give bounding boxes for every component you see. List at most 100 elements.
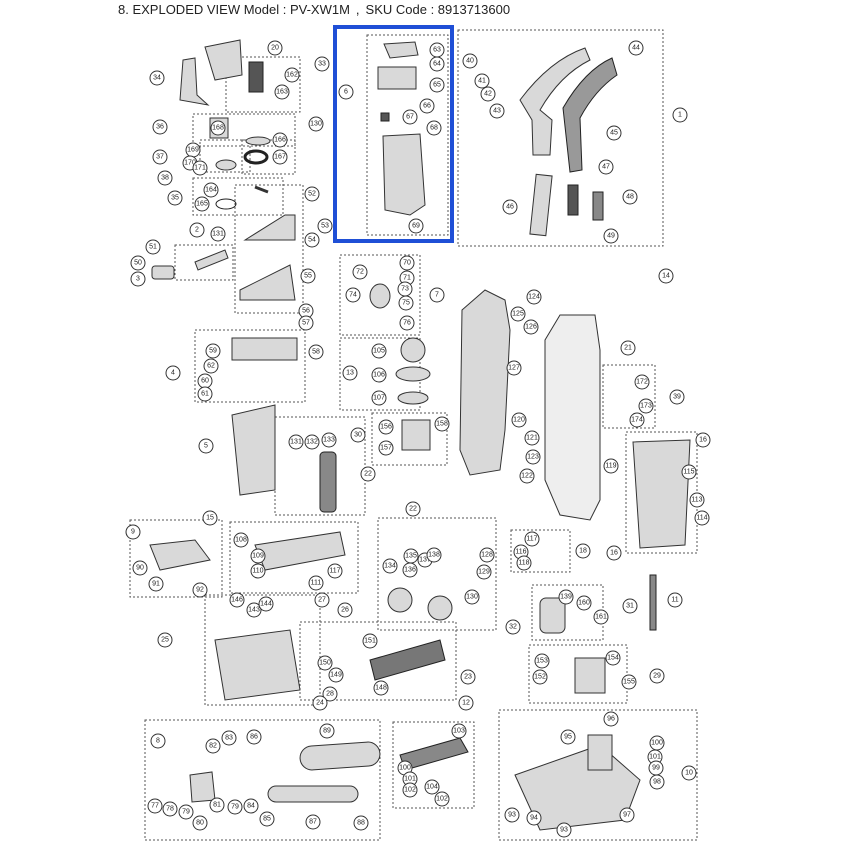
callout-circle <box>209 797 225 813</box>
callout-number: 117 <box>526 536 537 543</box>
callout-number: 1 <box>678 112 682 119</box>
group-outline <box>144 719 381 841</box>
part-46-tube <box>529 173 553 237</box>
callout-100: 100 <box>649 735 665 751</box>
callout-circle <box>489 103 505 119</box>
callout-circle <box>451 723 467 739</box>
callout-93: 93 <box>504 807 520 823</box>
callout-circle <box>338 84 354 100</box>
callout-circle <box>622 598 638 614</box>
callout-number: 89 <box>323 728 331 735</box>
callout-circle <box>360 466 376 482</box>
callout-circle <box>132 560 148 576</box>
callout-63: 63 <box>429 42 445 58</box>
callout-146: 146 <box>229 592 245 608</box>
callout-36: 36 <box>152 119 168 135</box>
callout-number: 54 <box>308 237 316 244</box>
callout-number: 88 <box>357 820 365 827</box>
part-89-roller <box>299 741 381 771</box>
callout-circle <box>300 268 316 284</box>
callout-47: 47 <box>598 159 614 175</box>
callout-circle <box>576 595 592 611</box>
callout-120: 120 <box>511 412 527 428</box>
callout-124: 124 <box>526 289 542 305</box>
callout-25: 25 <box>157 632 173 648</box>
part-156 <box>401 419 431 451</box>
callout-42: 42 <box>480 86 496 102</box>
callout-number: 12 <box>462 700 470 707</box>
callout-50: 50 <box>130 255 146 271</box>
part-55 <box>239 264 296 301</box>
callout-103: 103 <box>451 723 467 739</box>
group-outline <box>192 177 284 216</box>
part-90-bar <box>149 539 211 571</box>
callout-circle <box>516 555 532 571</box>
callout-circle <box>147 798 163 814</box>
sku-code: SKU Code : 8913713600 <box>365 2 511 17</box>
callout-22: 22 <box>405 501 421 517</box>
callout-number: 107 <box>373 395 385 402</box>
callout-number: 116 <box>515 549 526 556</box>
callout-number: 57 <box>302 320 310 327</box>
callout-number: 106 <box>373 372 385 379</box>
callout-160: 160 <box>576 595 592 611</box>
part-148-brush <box>369 639 446 681</box>
callout-number: 100 <box>651 740 663 747</box>
callout-number: 33 <box>318 61 326 68</box>
part-58 <box>231 337 298 361</box>
callout-circle <box>523 319 539 335</box>
callout-number: 47 <box>602 164 610 171</box>
callout-circle <box>424 779 440 795</box>
callout-number: 85 <box>263 816 271 823</box>
callout-12: 12 <box>458 695 474 711</box>
callout-number: 133 <box>323 437 335 444</box>
callout-number: 103 <box>453 728 465 735</box>
part-52 <box>243 214 296 241</box>
callout-78: 78 <box>162 801 178 817</box>
callout-2: 2 <box>189 222 205 238</box>
part-drawings <box>149 39 691 831</box>
callout-circle <box>511 412 527 428</box>
callout-122: 122 <box>519 468 535 484</box>
callout-20: 20 <box>267 40 283 56</box>
callout-circle <box>460 669 476 685</box>
group-outline <box>299 621 457 701</box>
callout-number: 105 <box>373 348 385 355</box>
part-154 <box>574 657 606 694</box>
callout-37: 37 <box>152 149 168 165</box>
callout-18: 18 <box>575 543 591 559</box>
callout-118: 118 <box>516 555 532 571</box>
callout-circle <box>314 56 330 72</box>
callout-number: 52 <box>308 191 316 198</box>
callout-circle <box>638 398 654 414</box>
callout-circle <box>681 765 697 781</box>
group-outline <box>366 34 449 236</box>
callout-14: 14 <box>658 268 674 284</box>
part-43-handle <box>519 47 591 156</box>
callout-69: 69 <box>408 218 424 234</box>
callout-number: 72 <box>356 269 364 276</box>
callout-circle <box>327 563 343 579</box>
callout-number: 82 <box>209 743 217 750</box>
callout-24: 24 <box>312 695 328 711</box>
callout-29: 29 <box>649 668 665 684</box>
part-11 <box>649 574 657 631</box>
callout-circle <box>378 440 394 456</box>
callout-circle <box>304 232 320 248</box>
callout-58: 58 <box>308 344 324 360</box>
callout-number: 164 <box>205 187 217 194</box>
callout-circle <box>314 592 330 608</box>
callout-circle <box>210 120 226 136</box>
callout-number: 86 <box>250 734 258 741</box>
callout-83: 83 <box>221 730 237 746</box>
callout-circle <box>337 602 353 618</box>
callout-number: 174 <box>631 417 643 424</box>
callout-90: 90 <box>132 560 148 576</box>
callout-circle <box>298 315 314 331</box>
callout-circle <box>165 365 181 381</box>
callout-circle <box>429 56 445 72</box>
part-105 <box>400 337 426 363</box>
callout-number: 36 <box>156 124 164 131</box>
callout-number: 70 <box>403 260 411 267</box>
